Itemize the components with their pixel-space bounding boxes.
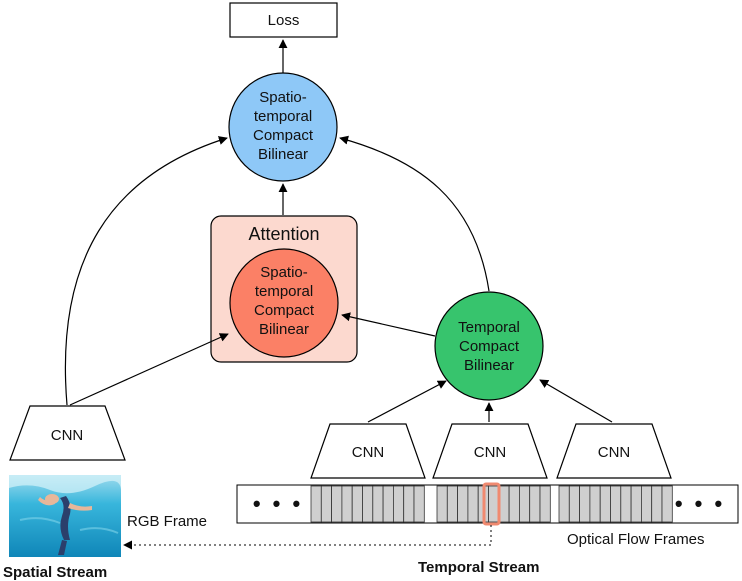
optical-flow-frame <box>413 485 425 523</box>
temporal-bilinear-circle <box>434 291 544 401</box>
temporal-cnn-1: CNN <box>310 423 426 479</box>
loss-node: Loss <box>229 2 338 38</box>
optical-flow-frame <box>620 485 632 523</box>
optical-flow-frame <box>362 485 374 523</box>
frames-ellipsis-left: • • • <box>253 491 303 516</box>
optical-flow-frame <box>641 485 653 523</box>
loss-label: Loss <box>268 12 300 29</box>
attention-bilinear-line-4: Bilinear <box>259 321 309 338</box>
optical-flow-frame <box>651 485 663 523</box>
top-bilinear-circle <box>228 72 338 182</box>
temporal-cnn-2-label: CNN <box>474 444 507 461</box>
optical-flow-frame <box>320 485 332 523</box>
arrow-temporal-cnn-3-to-bilinear <box>539 379 613 423</box>
frame-group-1 <box>310 485 425 523</box>
optical-flow-frame <box>310 485 322 523</box>
arrow-spatial-cnn-to-attention <box>69 333 229 406</box>
optical-flow-frame <box>403 485 415 523</box>
top-bilinear-line-3: Compact <box>253 127 314 144</box>
selected-frame-highlight <box>482 482 501 526</box>
optical-flow-frame <box>599 485 611 523</box>
optical-flow-frame <box>579 485 591 523</box>
optical-flow-frame <box>436 485 448 523</box>
optical-flow-frame <box>446 485 458 523</box>
frames-ellipsis-right: • • • <box>675 491 725 516</box>
temporal-cnn-1-label: CNN <box>352 444 385 461</box>
top-bilinear-line-2: temporal <box>254 108 312 125</box>
optical-flow-frame <box>568 485 580 523</box>
top-spatiotemporal-bilinear-node: Spatio- temporal Compact Bilinear <box>228 72 338 182</box>
arrow-spatial-cnn-to-top-bilinear <box>64 136 228 406</box>
optical-flow-frame <box>610 485 622 523</box>
optical-flow-frame <box>661 485 673 523</box>
spatial-stream-label: Spatial Stream <box>3 564 107 581</box>
attention-bilinear-line-3: Compact <box>254 302 315 319</box>
optical-flow-frame <box>372 485 384 523</box>
attention-bilinear-line-2: temporal <box>255 283 313 300</box>
temporal-compact-bilinear-node: Temporal Compact Bilinear <box>434 291 544 401</box>
temporal-cnn-2: CNN <box>432 423 548 479</box>
optical-flow-frame <box>589 485 601 523</box>
optical-flow-frame <box>539 485 551 523</box>
optical-flow-frame <box>508 485 520 523</box>
optical-flow-frame <box>382 485 394 523</box>
optical-flow-frame <box>467 485 479 523</box>
temporal-cnn-3-label: CNN <box>598 444 631 461</box>
optical-flow-frame <box>341 485 353 523</box>
temporal-bilinear-line-3: Bilinear <box>464 357 514 374</box>
optical-flow-strip: • • • • • • <box>236 482 739 526</box>
top-bilinear-line-1: Spatio- <box>259 89 307 106</box>
temporal-cnn-3: CNN <box>556 423 672 479</box>
frame-group-3 <box>558 485 673 523</box>
frame-group-2 <box>436 485 551 523</box>
arrow-temporal-bilinear-to-attention <box>341 312 436 337</box>
attention-bilinear-circle <box>229 248 339 358</box>
rgb-frame-label: RGB Frame <box>127 513 207 530</box>
dotted-arrow-to-rgb-frame <box>123 525 492 550</box>
optical-flow-frame <box>331 485 343 523</box>
optical-flow-frame <box>457 485 469 523</box>
optical-flow-frame <box>351 485 363 523</box>
arrow-temporal-bilinear-to-top-bilinear <box>339 135 490 292</box>
optical-flow-frame <box>558 485 570 523</box>
temporal-stream-label: Temporal Stream <box>418 559 539 576</box>
optical-flow-frame <box>392 485 405 523</box>
spatial-cnn: CNN <box>9 405 126 461</box>
temporal-bilinear-line-2: Compact <box>459 338 520 355</box>
optical-flow-frame <box>519 485 531 523</box>
arrow-temporal-cnn-1-to-bilinear <box>367 380 447 423</box>
rgb-frame-image <box>9 475 121 557</box>
optical-flow-label: Optical Flow Frames <box>567 531 705 548</box>
spatial-cnn-label: CNN <box>51 427 84 444</box>
attention-bilinear-line-1: Spatio- <box>260 264 308 281</box>
optical-flow-frame <box>630 485 642 523</box>
attention-module: Attention Spatio- temporal Compact Bilin… <box>210 215 358 363</box>
temporal-bilinear-line-1: Temporal <box>458 319 520 336</box>
optical-flow-frame <box>529 485 541 523</box>
attention-title: Attention <box>248 224 319 244</box>
top-bilinear-line-4: Bilinear <box>258 146 308 163</box>
optical-flow-frame <box>488 485 500 523</box>
